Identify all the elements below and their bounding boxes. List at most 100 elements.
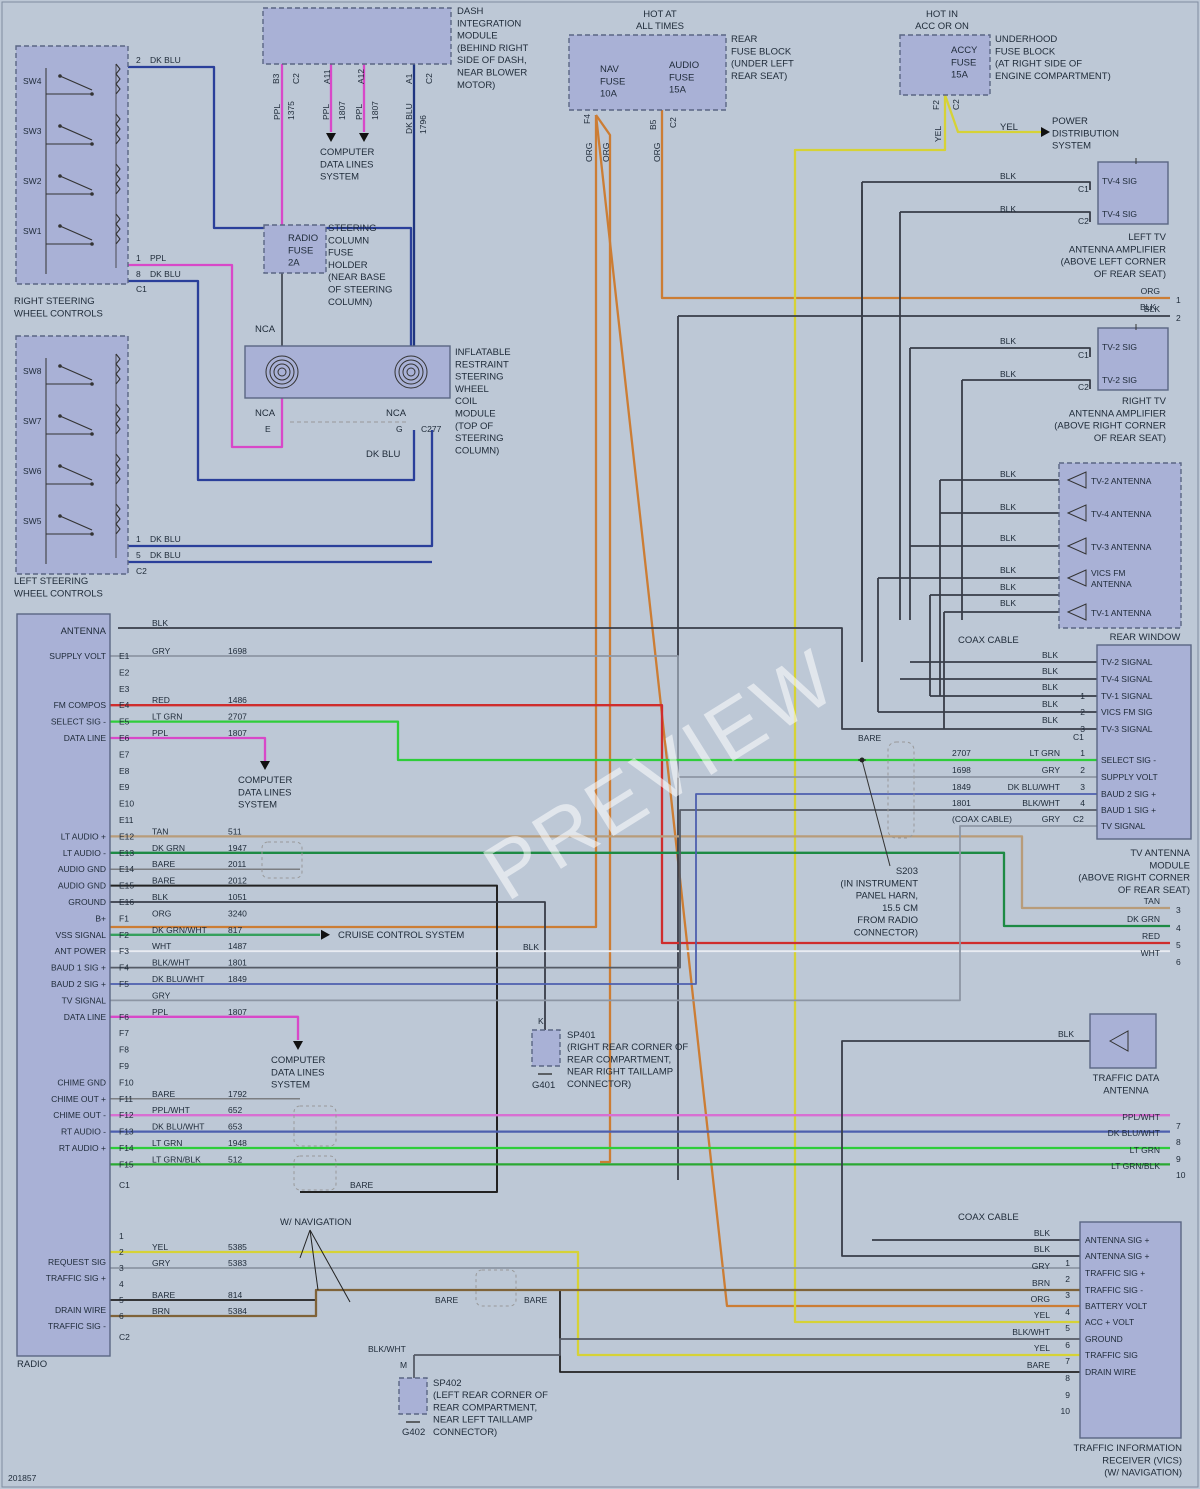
wire-blk-ltv1 <box>862 181 1091 190</box>
blk-label: BLK <box>1140 302 1156 312</box>
vics-sig: BATTERY VOLT <box>1085 1301 1147 1311</box>
radio-c1-pin: E7 <box>119 749 130 759</box>
right-edge-color: TAN <box>1144 896 1160 906</box>
radio-c1-pin: E14 <box>119 864 134 874</box>
coil-module-label: COLUMN) <box>455 445 499 456</box>
left-tv-amp-label: (ABOVE LEFT CORNER <box>1061 257 1167 268</box>
left-steering-controls-switch-label: SW7 <box>23 416 42 426</box>
radio-c1-pin: F6 <box>119 1012 129 1022</box>
blk-label: BLK <box>1042 666 1058 676</box>
blk-label: BLK <box>1000 502 1016 512</box>
left-steering-controls-resistor <box>115 453 121 485</box>
rear-fuse-location: (UNDER LEFT <box>731 59 794 70</box>
radio-c1-pin: F8 <box>119 1045 129 1055</box>
vics-label: RECEIVER (VICS) <box>1102 1455 1182 1466</box>
wire-ppl-1807c <box>110 736 267 762</box>
accy-fuse-label: FUSE <box>951 57 976 68</box>
rear-fuse-location: FUSE BLOCK <box>731 46 792 57</box>
radio-wire-color: GRY <box>152 990 171 1000</box>
right-tv-amp-label: RIGHT TV <box>1122 396 1167 407</box>
vics-wire-color: BLK <box>1034 1244 1050 1254</box>
rsw-pin: 2 <box>136 55 141 65</box>
blk-label: BLK <box>1042 682 1058 692</box>
radio-wire-circuit: 653 <box>228 1122 242 1132</box>
rsw-pin: 1 <box>136 253 141 263</box>
wire-blk-ltv2 <box>900 211 1091 222</box>
bare-label: BARE <box>858 733 881 743</box>
vics-wire-color: BLK/WHT <box>1012 1327 1050 1337</box>
right-edge-color: WHT <box>1141 948 1160 958</box>
dim-label: INTEGRATION <box>457 18 521 29</box>
blk-label: BLK <box>1000 204 1016 214</box>
left-steering-controls-resistor <box>115 503 121 535</box>
coax-label: COAX CABLE <box>958 1212 1019 1223</box>
wire-gry-1698 <box>110 655 1097 778</box>
tvm-pin: 2 <box>1080 707 1085 717</box>
sp402-label: SP402 <box>433 1378 462 1389</box>
nav-fuse-label: NAV <box>600 64 619 75</box>
coil-module-label: (TOP OF <box>455 421 493 432</box>
rsw-pin-color: DK BLU <box>150 269 181 279</box>
radio-wire-color: DK BLU/WHT <box>152 1122 204 1132</box>
radio-wire-circuit: 1051 <box>228 892 247 902</box>
radio-c1-pin: F15 <box>119 1159 134 1169</box>
s203-splice <box>859 757 865 763</box>
radio-wire-color: WHT <box>152 941 171 951</box>
radio-wire-color: BARE <box>152 1089 175 1099</box>
tvm-pin: 3 <box>1080 724 1085 734</box>
coil-module-label: STEERING <box>455 372 504 383</box>
nca-label: NCA <box>386 408 407 419</box>
radio-wire-circuit: 1807 <box>228 728 247 738</box>
cdl-top-label: SYSTEM <box>320 172 359 183</box>
coil-module-label: COIL <box>455 396 477 407</box>
wire-yel-acc <box>793 95 1080 1324</box>
left-tv-amp-label: OF REAR SEAT) <box>1094 269 1166 280</box>
antenna-symbol <box>1066 504 1087 522</box>
blk-label: BLK <box>1000 171 1016 181</box>
dim-pin: C2 <box>424 73 434 84</box>
left-tv-amplifier-sig: TV-4 SIG <box>1102 176 1137 186</box>
w-nav-label: W/ NAVIGATION <box>280 1217 352 1228</box>
right-steering-controls-switch-pivot <box>58 174 62 178</box>
wire-gry-coax <box>110 825 1097 1002</box>
blk-label: BLK <box>1058 1029 1074 1039</box>
radio-fuse-label: RADIO <box>288 233 318 244</box>
radio-c1-label: SELECT SIG - <box>51 717 106 727</box>
right-edge-color: DK GRN <box>1127 914 1160 924</box>
vics-pin: 9 <box>1065 1390 1070 1400</box>
vics-pin: 1 <box>1065 1258 1070 1268</box>
right-edge-pin: 7 <box>1176 1121 1181 1131</box>
radio-c2-wire-circuit: 5385 <box>228 1242 247 1252</box>
sp402-box <box>398 1377 428 1415</box>
radio-c1-label: CHIME OUT - <box>53 1110 106 1120</box>
vics-pin: 5 <box>1065 1323 1070 1333</box>
radio-c1-pin: E9 <box>119 782 130 792</box>
dim-pin: A11 <box>322 69 332 84</box>
vics-wire-color: BRN <box>1032 1278 1050 1288</box>
right-edge-pin: 5 <box>1176 940 1181 950</box>
tvm-wire-pin: 1 <box>1080 748 1085 758</box>
sp402-location: REAR COMPARTMENT, <box>433 1402 537 1413</box>
vics-pin: 2 <box>1065 1274 1070 1284</box>
dim-pin: A12 <box>356 69 366 84</box>
right-steering-controls-resistor <box>115 213 121 245</box>
radio-c2-label: TRAFFIC SIG + <box>46 1273 106 1283</box>
org-label: ORG <box>601 143 611 162</box>
right-edge-pin: 2 <box>1176 313 1181 323</box>
vics-wire-color: YEL <box>1034 1310 1050 1320</box>
radio-wire-circuit: 2011 <box>228 859 247 869</box>
blk-label: BLK <box>1000 469 1016 479</box>
left-tv-amp-label: ANTENNA AMPLIFIER <box>1069 244 1166 255</box>
wire-blkwht-vics <box>414 1338 1080 1356</box>
wire-blk-1051 <box>110 901 546 1022</box>
tv-antenna-module <box>1096 644 1192 840</box>
left-steering-controls-switch-blade <box>59 415 93 431</box>
radio-fuse-label: FUSE <box>288 245 313 256</box>
vics-wire-color: ORG <box>1031 1294 1050 1304</box>
right-steering-controls-switch-label: SW4 <box>23 76 42 86</box>
dim-wire-circuit: 1807 <box>370 101 380 120</box>
wire-shield <box>293 1105 337 1147</box>
arrow-cdl <box>326 133 336 142</box>
diagram-number: 201857 <box>8 1473 37 1483</box>
wire-yel-power <box>943 94 1045 134</box>
